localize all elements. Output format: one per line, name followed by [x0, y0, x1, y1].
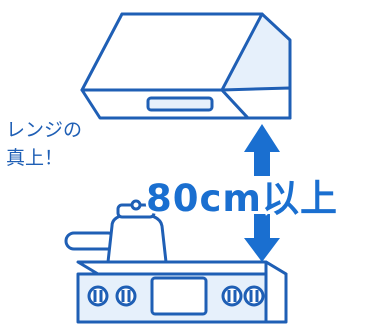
kettle-icon — [64, 199, 168, 264]
note-line-1: レンジの — [6, 119, 83, 141]
down-arrow-icon — [244, 214, 280, 262]
stove-icon — [76, 260, 288, 324]
up-arrow-icon — [244, 124, 280, 176]
range-hood-icon — [80, 12, 292, 120]
note-line-2: 真上！ — [6, 147, 64, 169]
note-text: レンジの 真上！ — [6, 116, 82, 172]
distance-label: 80cm以上 — [144, 175, 340, 223]
